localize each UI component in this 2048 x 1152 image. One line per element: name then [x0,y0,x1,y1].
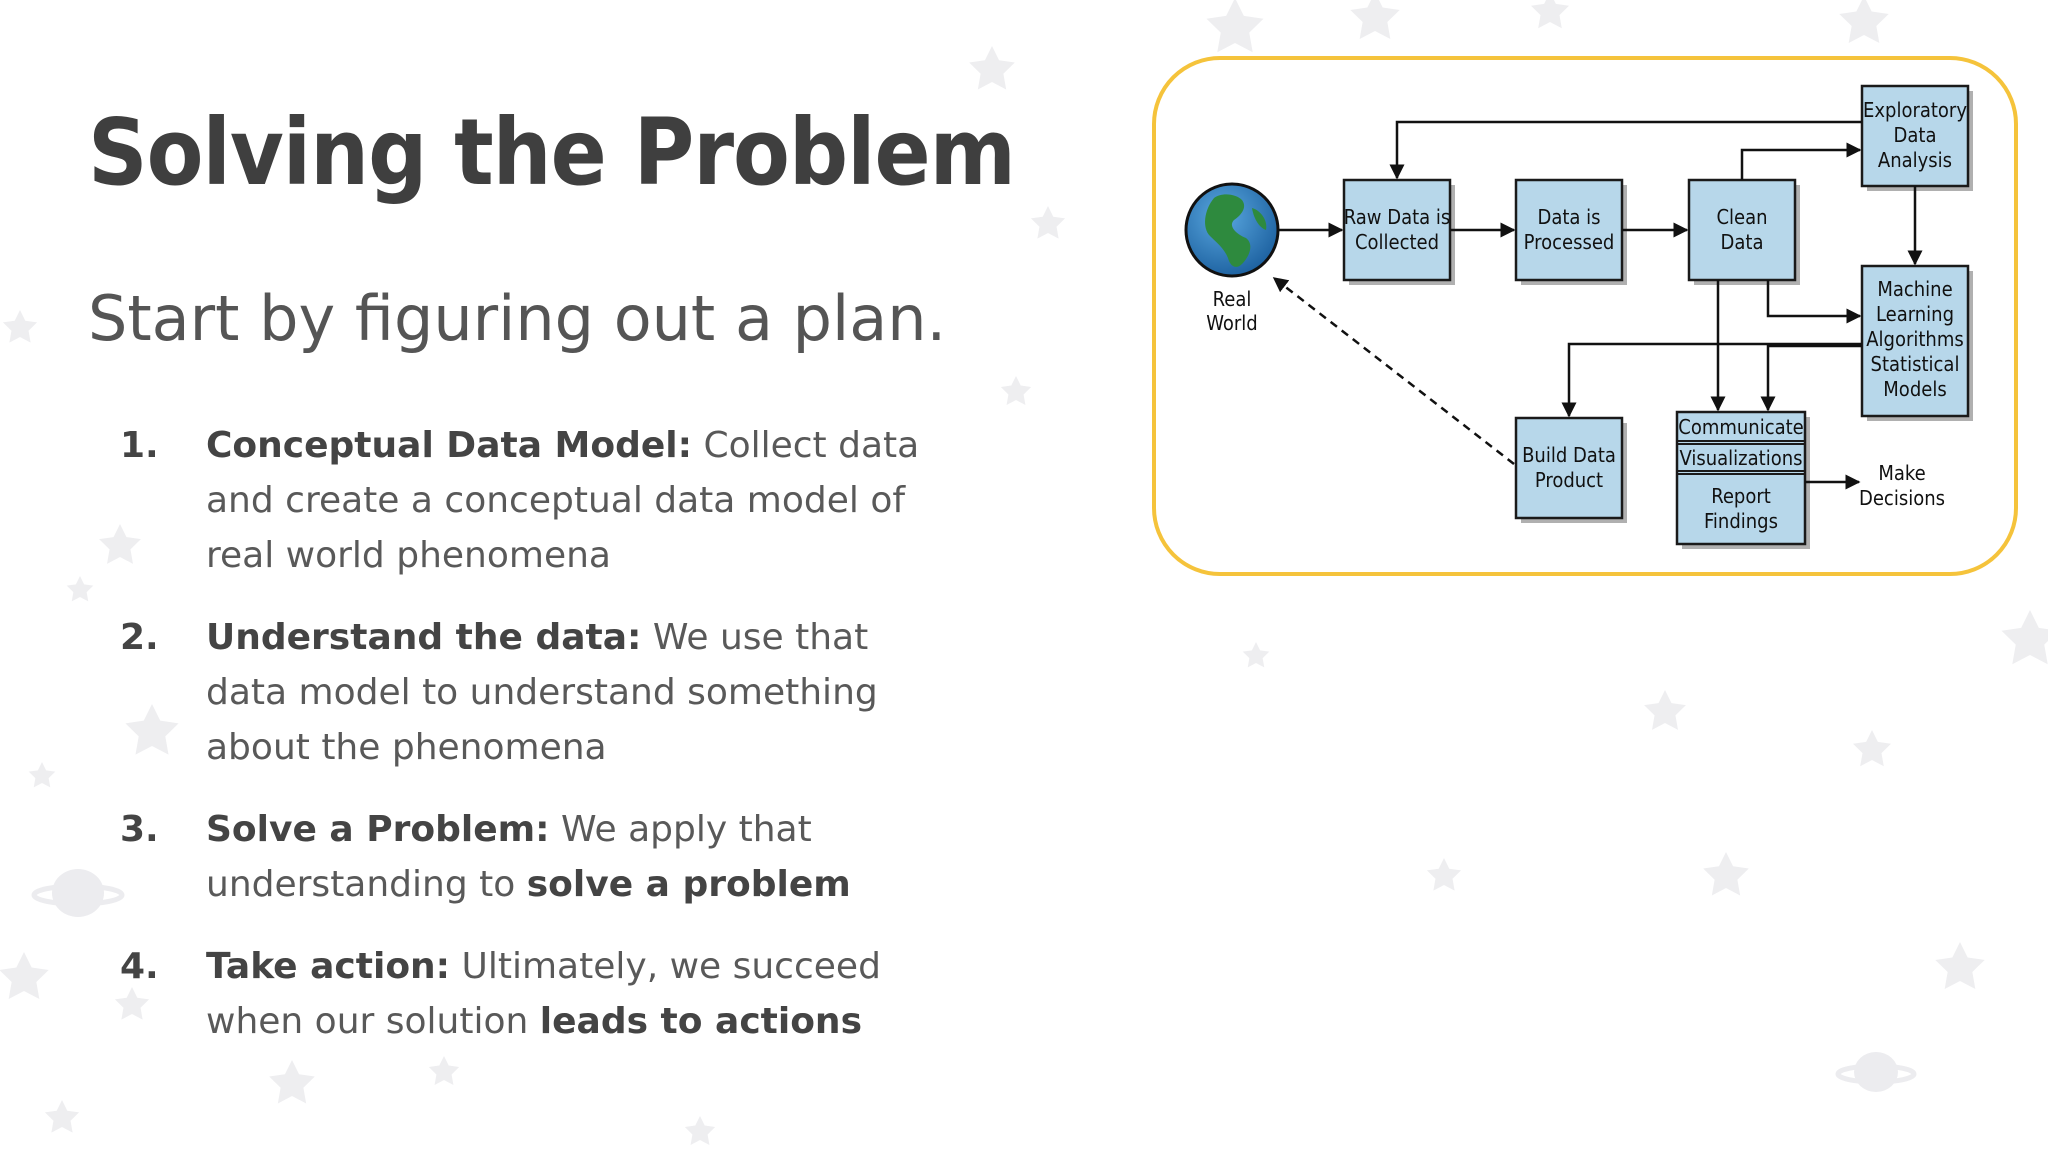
data-processed-box: Data is Processed [1514,178,1627,285]
clean-data-box: Clean Data [1687,178,1800,285]
raw-data-line2: Collected [1355,230,1439,254]
visualizations-line: Visualizations [1680,446,1803,470]
steps-list: 1. Conceptual Data Model: Collect data a… [120,418,920,1076]
make-decisions-line2: Decisions [1859,486,1945,510]
step-emphasis: solve a problem [526,864,851,905]
report-line1: Report [1711,484,1771,508]
ml-line2: Learning [1876,302,1954,326]
make-decisions-line1: Make [1878,461,1925,485]
slide-title: Solving the Problem [88,99,1016,206]
step-item: 3. Solve a Problem: We apply that unders… [120,802,920,912]
step-heading: Solve a Problem: [206,809,550,850]
step-heading: Understand the data: [206,617,642,658]
step-item: 1. Conceptual Data Model: Collect data a… [120,418,920,583]
real-world-label-line1: Real [1213,287,1252,311]
diagram-canvas: Real World Raw Data is Collected Data is… [1184,84,1973,549]
ml-line3: Algorithms [1866,327,1964,351]
step-text: We use that data model to understand som… [206,617,878,768]
processed-line1: Data is [1537,205,1600,229]
report-line2: Findings [1704,509,1778,533]
diagram-connectors [1272,120,1923,490]
data-science-process-diagram: Real World Raw Data is Collected Data is… [1152,56,2018,576]
step-text: Collect data and create a conceptual dat… [206,425,920,576]
build-line1: Build Data [1522,443,1616,467]
ml-line4: Statistical [1871,352,1960,376]
ml-line1: Machine [1877,277,1952,301]
build-line2: Product [1535,468,1603,492]
eda-line1: Exploratory [1863,98,1967,122]
build-data-product-box: Build Data Product [1514,416,1627,523]
step-item: 4. Take action: Ultimately, we succeed w… [120,939,920,1049]
step-text: Ultimately, we succeed when our solution [206,946,881,1042]
clean-line1: Clean [1716,205,1767,229]
exploratory-analysis-box: Exploratory Data Analysis [1860,84,1973,191]
communicate-line: Communicate [1678,415,1804,439]
step-emphasis: leads to actions [539,1001,862,1042]
raw-data-line1: Raw Data is [1344,205,1451,229]
step-number: 1. [120,425,159,466]
processed-line2: Processed [1524,230,1615,254]
step-item: 2. Understand the data: We use that data… [120,610,920,775]
step-number: 4. [120,946,159,987]
step-heading: Conceptual Data Model: [206,425,692,466]
ml-line5: Models [1883,377,1946,401]
slide-subtitle: Start by figuring out a plan. [88,282,947,355]
eda-line3: Analysis [1878,148,1952,172]
step-number: 2. [120,617,159,658]
raw-data-box: Raw Data is Collected [1342,178,1455,285]
step-heading: Take action: [206,946,451,987]
clean-line2: Data [1721,230,1764,254]
real-world-label-line2: World [1206,311,1257,335]
eda-line2: Data [1894,123,1937,147]
step-number: 3. [120,809,159,850]
globe-icon [1184,182,1280,278]
step-text: We apply that understanding to [206,809,812,905]
machine-learning-box: Machine Learning Algorithms Statistical … [1860,264,1973,421]
communicate-report-box: Communicate Visualizations Report Findin… [1675,410,1810,549]
